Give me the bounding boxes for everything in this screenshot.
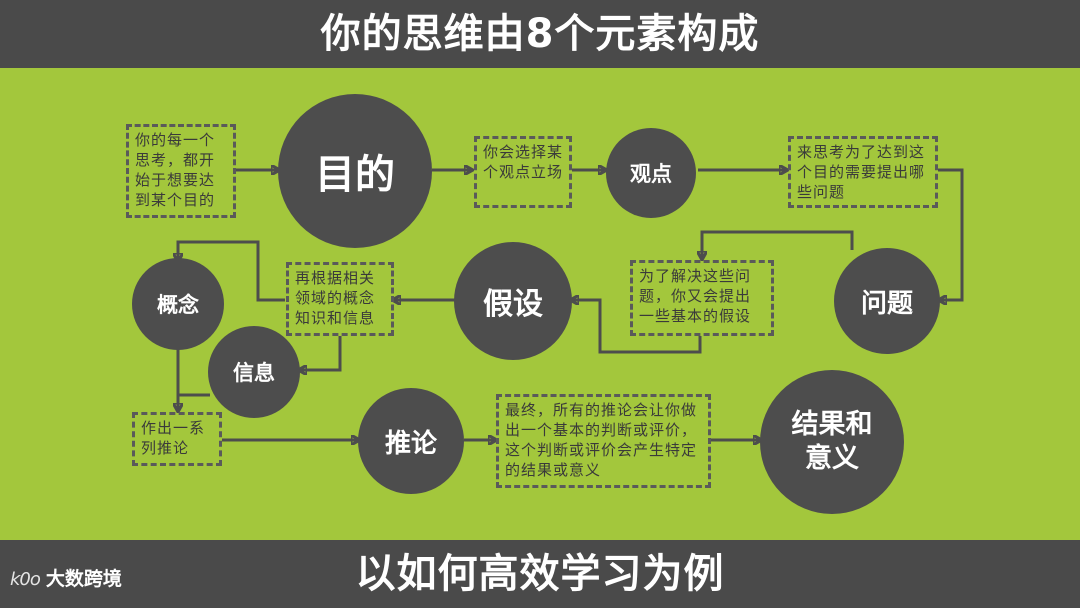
- arrow-question-note-to-question: [938, 168, 964, 300]
- note-inference: 作出一系列推论: [132, 412, 222, 466]
- node-result-label-line1: 结果和: [791, 409, 873, 440]
- node-assumption-label: 假设: [483, 287, 543, 322]
- node-concept-label: 概念: [157, 293, 199, 317]
- node-inference: 推论: [358, 388, 464, 494]
- node-purpose: 目的: [278, 94, 432, 248]
- brand-logo-mark: k0o: [10, 568, 41, 590]
- node-question: 问题: [834, 248, 940, 354]
- note-viewpoint: 你会选择某个观点立场: [474, 136, 572, 208]
- node-result: 结果和 意义: [760, 370, 904, 514]
- node-question-label: 问题: [860, 288, 913, 319]
- node-information-label: 信息: [233, 361, 275, 385]
- arrow-assumption-note-to-assumption: [572, 300, 702, 354]
- node-viewpoint: 观点: [606, 128, 696, 218]
- node-purpose-label: 目的: [315, 152, 395, 198]
- note-question: 来思考为了达到这个目的需要提出哪些问题: [788, 136, 938, 208]
- brand-logo-name: 大数跨境: [45, 568, 122, 590]
- arrow-question-to-assumption-note: [702, 230, 854, 258]
- page-title: 你的思维由8个元素构成: [0, 0, 1080, 68]
- brand-logo: k0o 大数跨境: [10, 570, 122, 589]
- node-information: 信息: [208, 326, 300, 418]
- node-inference-label: 推论: [384, 428, 437, 459]
- arrow-concept-note-to-information: [300, 336, 342, 370]
- arrow-concept-note-to-concept: [178, 240, 285, 302]
- node-concept: 概念: [132, 258, 224, 350]
- page-subtitle: 以如何高效学习为例: [0, 540, 1080, 608]
- node-result-label-line2: 意义: [805, 443, 859, 474]
- note-concept: 再根据相关领域的概念知识和信息: [286, 262, 394, 336]
- note-purpose: 你的每一个思考，都开始于想要达到某个目的: [126, 124, 236, 218]
- node-viewpoint-label: 观点: [630, 162, 672, 186]
- node-assumption: 假设: [454, 242, 572, 360]
- note-result: 最终，所有的推论会让你做出一个基本的判断或评价，这个判断或评价会产生特定的结果或…: [496, 394, 711, 488]
- note-assumption: 为了解决这些问题，你又会提出一些基本的假设: [630, 260, 774, 336]
